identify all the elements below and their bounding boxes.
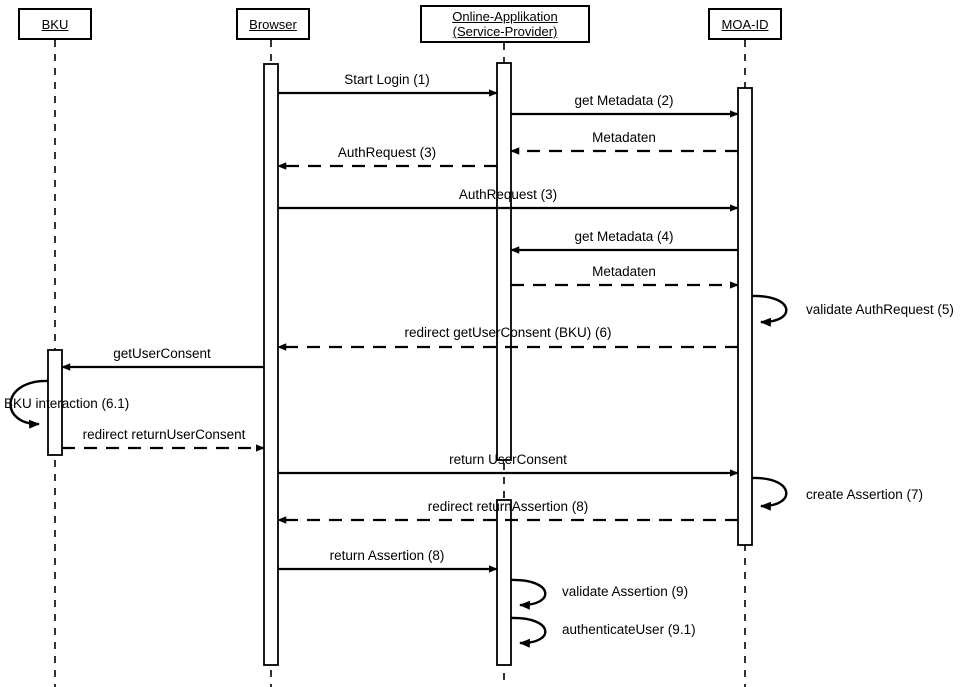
activation-bar-act-sp-2 [496, 499, 512, 666]
message-label-3: Metadaten [592, 130, 656, 145]
message-label-7: Metadaten [592, 264, 656, 279]
self-message-arrow-17 [510, 578, 547, 610]
participant-label-moaid: MOA-ID [721, 16, 769, 32]
self-message-arrow-18 [510, 616, 547, 648]
messages-group [9, 89, 788, 648]
message-label-10: getUserConsent [113, 346, 211, 361]
self-message-arrow-14 [751, 476, 788, 511]
activation-hit-act-moaid[interactable] [738, 88, 752, 545]
message-label-16: return Assertion (8) [329, 548, 445, 563]
message-label-4: AuthRequest (3) [337, 145, 437, 160]
participant-box-sp[interactable]: Online-Applikation (Service-Provider) [420, 5, 590, 43]
message-label-18: authenticateUser (9.1) [562, 622, 696, 637]
message-label-8: validate AuthRequest (5) [806, 302, 954, 317]
activation-bar-act-sp-1 [496, 62, 512, 461]
message-label-15: redirect returnAssertion (8) [427, 499, 589, 514]
participant-box-browser[interactable]: Browser [236, 8, 310, 40]
message-label-6: get Metadata (4) [574, 229, 674, 244]
message-label-1: Start Login (1) [344, 72, 430, 87]
message-label-13: return UserConsent [449, 452, 567, 467]
activation-bar-act-bku [47, 349, 63, 456]
message-label-17: validate Assertion (9) [562, 584, 689, 599]
activation-hit-act-browser[interactable] [264, 64, 278, 665]
participant-box-moaid[interactable]: MOA-ID [708, 8, 782, 40]
activation-hit-act-sp-1[interactable] [497, 63, 511, 460]
self-message-arrow-11 [9, 379, 49, 429]
message-label-5: AuthRequest (3) [458, 187, 558, 202]
message-label-11: BKU interaction (6.1) [4, 396, 130, 411]
activation-hit-act-sp-2[interactable] [497, 500, 511, 665]
message-label-14: create Assertion (7) [806, 487, 924, 502]
self-message-arrow-8 [751, 294, 788, 327]
participant-box-bku[interactable]: BKU [18, 8, 92, 40]
participant-label-browser: Browser [249, 16, 297, 32]
message-label-9: redirect getUserConsent (BKU) (6) [404, 325, 612, 340]
activation-bar-act-moaid [737, 87, 753, 546]
message-label-12: redirect returnUserConsent [82, 427, 246, 442]
participant-label-bku: BKU [41, 16, 69, 32]
activation-bar-act-browser [263, 63, 279, 666]
activations-group [47, 62, 753, 666]
message-label-2: get Metadata (2) [574, 93, 674, 108]
participant-label-sp: Online-Applikation (Service-Provider) [452, 9, 558, 39]
